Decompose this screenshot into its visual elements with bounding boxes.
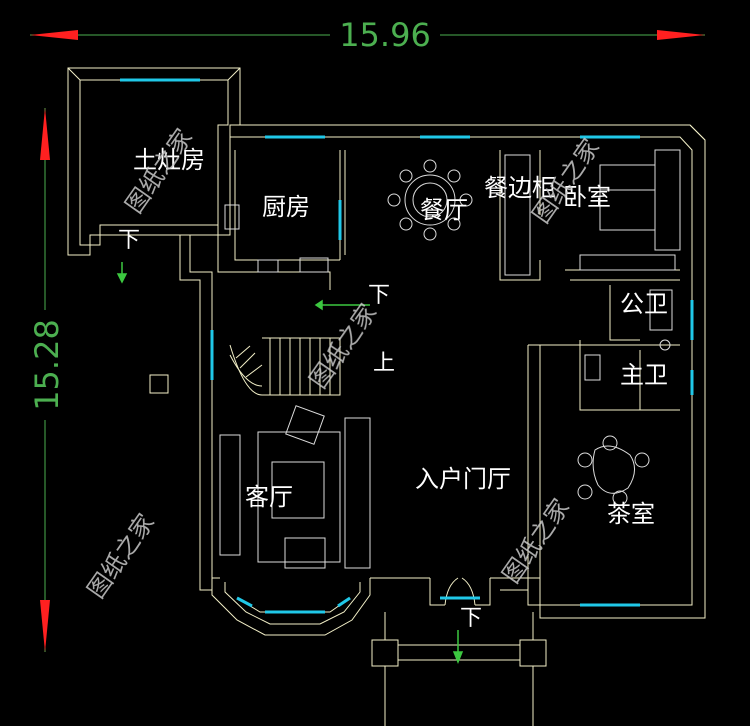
- label-public-bath: 公卫: [620, 290, 668, 318]
- width-dimension-label: 15.96: [339, 16, 431, 54]
- direction-arrows: [116, 262, 464, 665]
- watermark-4: 图纸之家: [82, 509, 160, 604]
- dimension-horizontal: 15.96: [30, 16, 705, 54]
- label-sideboard: 餐边柜: [484, 174, 556, 202]
- label-entry-hall: 入户门厅: [415, 465, 511, 493]
- furniture: [219, 149, 681, 569]
- dining-table: [387, 159, 473, 241]
- mark-stair-up: 上: [373, 351, 395, 376]
- label-living: 客厅: [245, 483, 293, 511]
- sofa-set: [219, 405, 371, 569]
- windows: [120, 78, 694, 614]
- mark-front-entry-down: 下: [460, 606, 482, 631]
- room-labels: 土灶房 厨房 餐厅 餐边柜 卧室 公卫 主卫 客厅 入户门厅 茶室: [133, 146, 668, 528]
- mark-stair-down: 下: [368, 283, 390, 308]
- mark-side-entry-down: 下: [118, 228, 140, 253]
- dimension-vertical: 15.28: [28, 108, 66, 652]
- stair-treads: [269, 338, 331, 395]
- label-tea-room: 茶室: [607, 500, 655, 528]
- label-master-bath: 主卫: [620, 361, 668, 389]
- watermark-5: 图纸之家: [497, 494, 575, 589]
- label-dining: 餐厅: [420, 196, 468, 224]
- label-bedroom: 卧室: [563, 183, 611, 211]
- walls: [67, 67, 706, 726]
- label-earthen-kitchen: 土灶房: [133, 146, 205, 174]
- label-kitchen: 厨房: [262, 193, 310, 221]
- tea-table: [577, 435, 650, 506]
- watermark-2: 图纸之家: [304, 299, 382, 394]
- height-dimension-label: 15.28: [28, 319, 66, 411]
- stair-marks: 下 下 上 下: [118, 228, 482, 631]
- bed: [579, 149, 681, 271]
